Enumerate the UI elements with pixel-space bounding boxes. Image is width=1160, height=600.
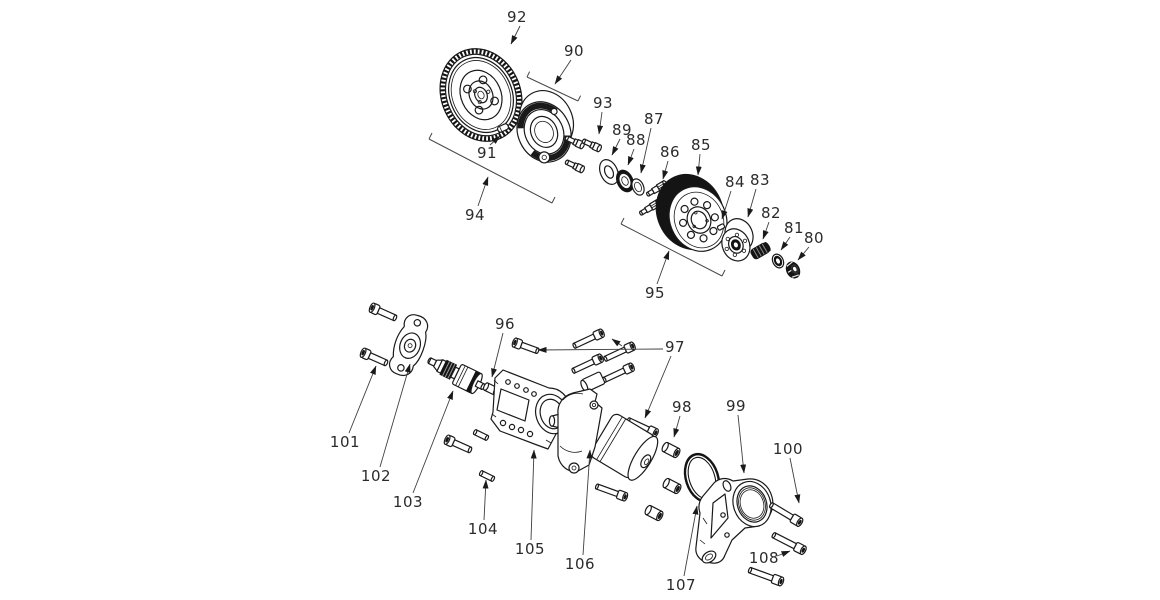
part-gear-shaft-103 [427, 357, 486, 395]
part-pin-91 [497, 123, 509, 133]
leader-line-100 [789, 457, 801, 504]
leader-line-97 [537, 346, 664, 353]
callout-103: 103 [392, 493, 424, 511]
leader-line-108 [776, 550, 791, 557]
part-clutch-shoe-90 [516, 90, 575, 164]
leader-line-80 [797, 246, 810, 261]
leader-line-106 [582, 449, 593, 556]
leader-line-104 [482, 479, 489, 521]
callout-96: 96 [494, 315, 516, 333]
part-key-84 [716, 223, 726, 231]
leader-line-87 [639, 127, 652, 174]
leader-line-88 [627, 148, 635, 166]
callout-91: 91 [476, 144, 498, 162]
callout-92: 92 [506, 8, 528, 26]
leader-line-89 [611, 138, 621, 156]
part-bracket-99 [695, 477, 774, 564]
leader-line-102 [379, 363, 411, 468]
part-washer-89 [599, 159, 619, 185]
part-cover-plate-102 [388, 314, 429, 376]
part-nut-88 [616, 169, 634, 193]
callout-90: 90 [563, 42, 585, 60]
leader-line-81 [780, 236, 791, 251]
callout-94: 94 [464, 206, 486, 224]
callout-83: 83 [749, 171, 771, 189]
leader-line-85 [695, 153, 702, 176]
callout-81: 81 [783, 219, 805, 237]
part-bolts-97 [511, 328, 659, 502]
part-dowel-pins-104 [472, 429, 496, 482]
callout-85: 85 [690, 136, 712, 154]
leader-line-86 [662, 160, 669, 180]
callout-107: 107 [665, 576, 697, 594]
callout-89: 89 [611, 121, 633, 139]
callout-98: 98 [671, 398, 693, 416]
part-studs-86 [639, 180, 669, 216]
leader-line-107 [683, 505, 699, 577]
leader-line-83 [747, 188, 757, 218]
callout-80: 80 [803, 229, 825, 247]
leader-line-99 [737, 414, 747, 474]
leader-line-93 [597, 111, 604, 135]
leader-line-101 [348, 365, 377, 434]
assembly-bracket-94 [428, 132, 556, 204]
leader-line-97 [644, 355, 672, 419]
callout-102: 102 [360, 467, 392, 485]
part-washer-87 [631, 178, 645, 196]
part-bolts-93 [564, 135, 603, 174]
part-roller-82 [750, 242, 771, 260]
leader-line-103 [412, 390, 454, 494]
callout-84: 84 [724, 173, 746, 191]
callout-95: 95 [644, 284, 666, 302]
leader-line-92 [510, 25, 521, 45]
part-collars-98 [644, 441, 682, 522]
callout-86: 86 [659, 143, 681, 161]
leader-line-84 [721, 190, 732, 220]
leader-line-96 [491, 332, 504, 378]
assembly-bracket-90 [526, 71, 582, 102]
callout-105: 105 [514, 540, 546, 558]
leader-line-91 [489, 135, 501, 146]
callout-104: 104 [467, 520, 499, 538]
leader-line-105 [530, 449, 537, 541]
leader-line-98 [673, 415, 681, 438]
callout-87: 87 [643, 110, 665, 128]
callout-108: 108 [748, 549, 780, 567]
callout-100: 100 [772, 440, 804, 458]
part-washer-81 [771, 253, 785, 269]
part-bolts-101 [359, 302, 398, 367]
callout-101: 101 [329, 433, 361, 451]
callout-99: 99 [725, 397, 747, 415]
callout-106: 106 [564, 555, 596, 573]
leader-line-95 [656, 250, 670, 285]
leader-lines-layer [348, 25, 810, 577]
callout-93: 93 [592, 94, 614, 112]
part-clutch-drum-85 [655, 174, 728, 252]
part-socket-bolt-lower [443, 434, 473, 454]
callout-88: 88 [625, 131, 647, 149]
part-bolts-100-108 [747, 502, 807, 587]
leader-line-82 [762, 221, 770, 240]
callout-82: 82 [760, 204, 782, 222]
leader-line-94 [477, 176, 489, 207]
leader-line-97 [611, 338, 623, 347]
assembly-bracket-95 [620, 217, 726, 277]
part-nut-80 [785, 261, 801, 279]
leader-line-90 [554, 59, 572, 85]
callout-97: 97 [664, 338, 686, 356]
part-hub-83 [721, 218, 754, 262]
